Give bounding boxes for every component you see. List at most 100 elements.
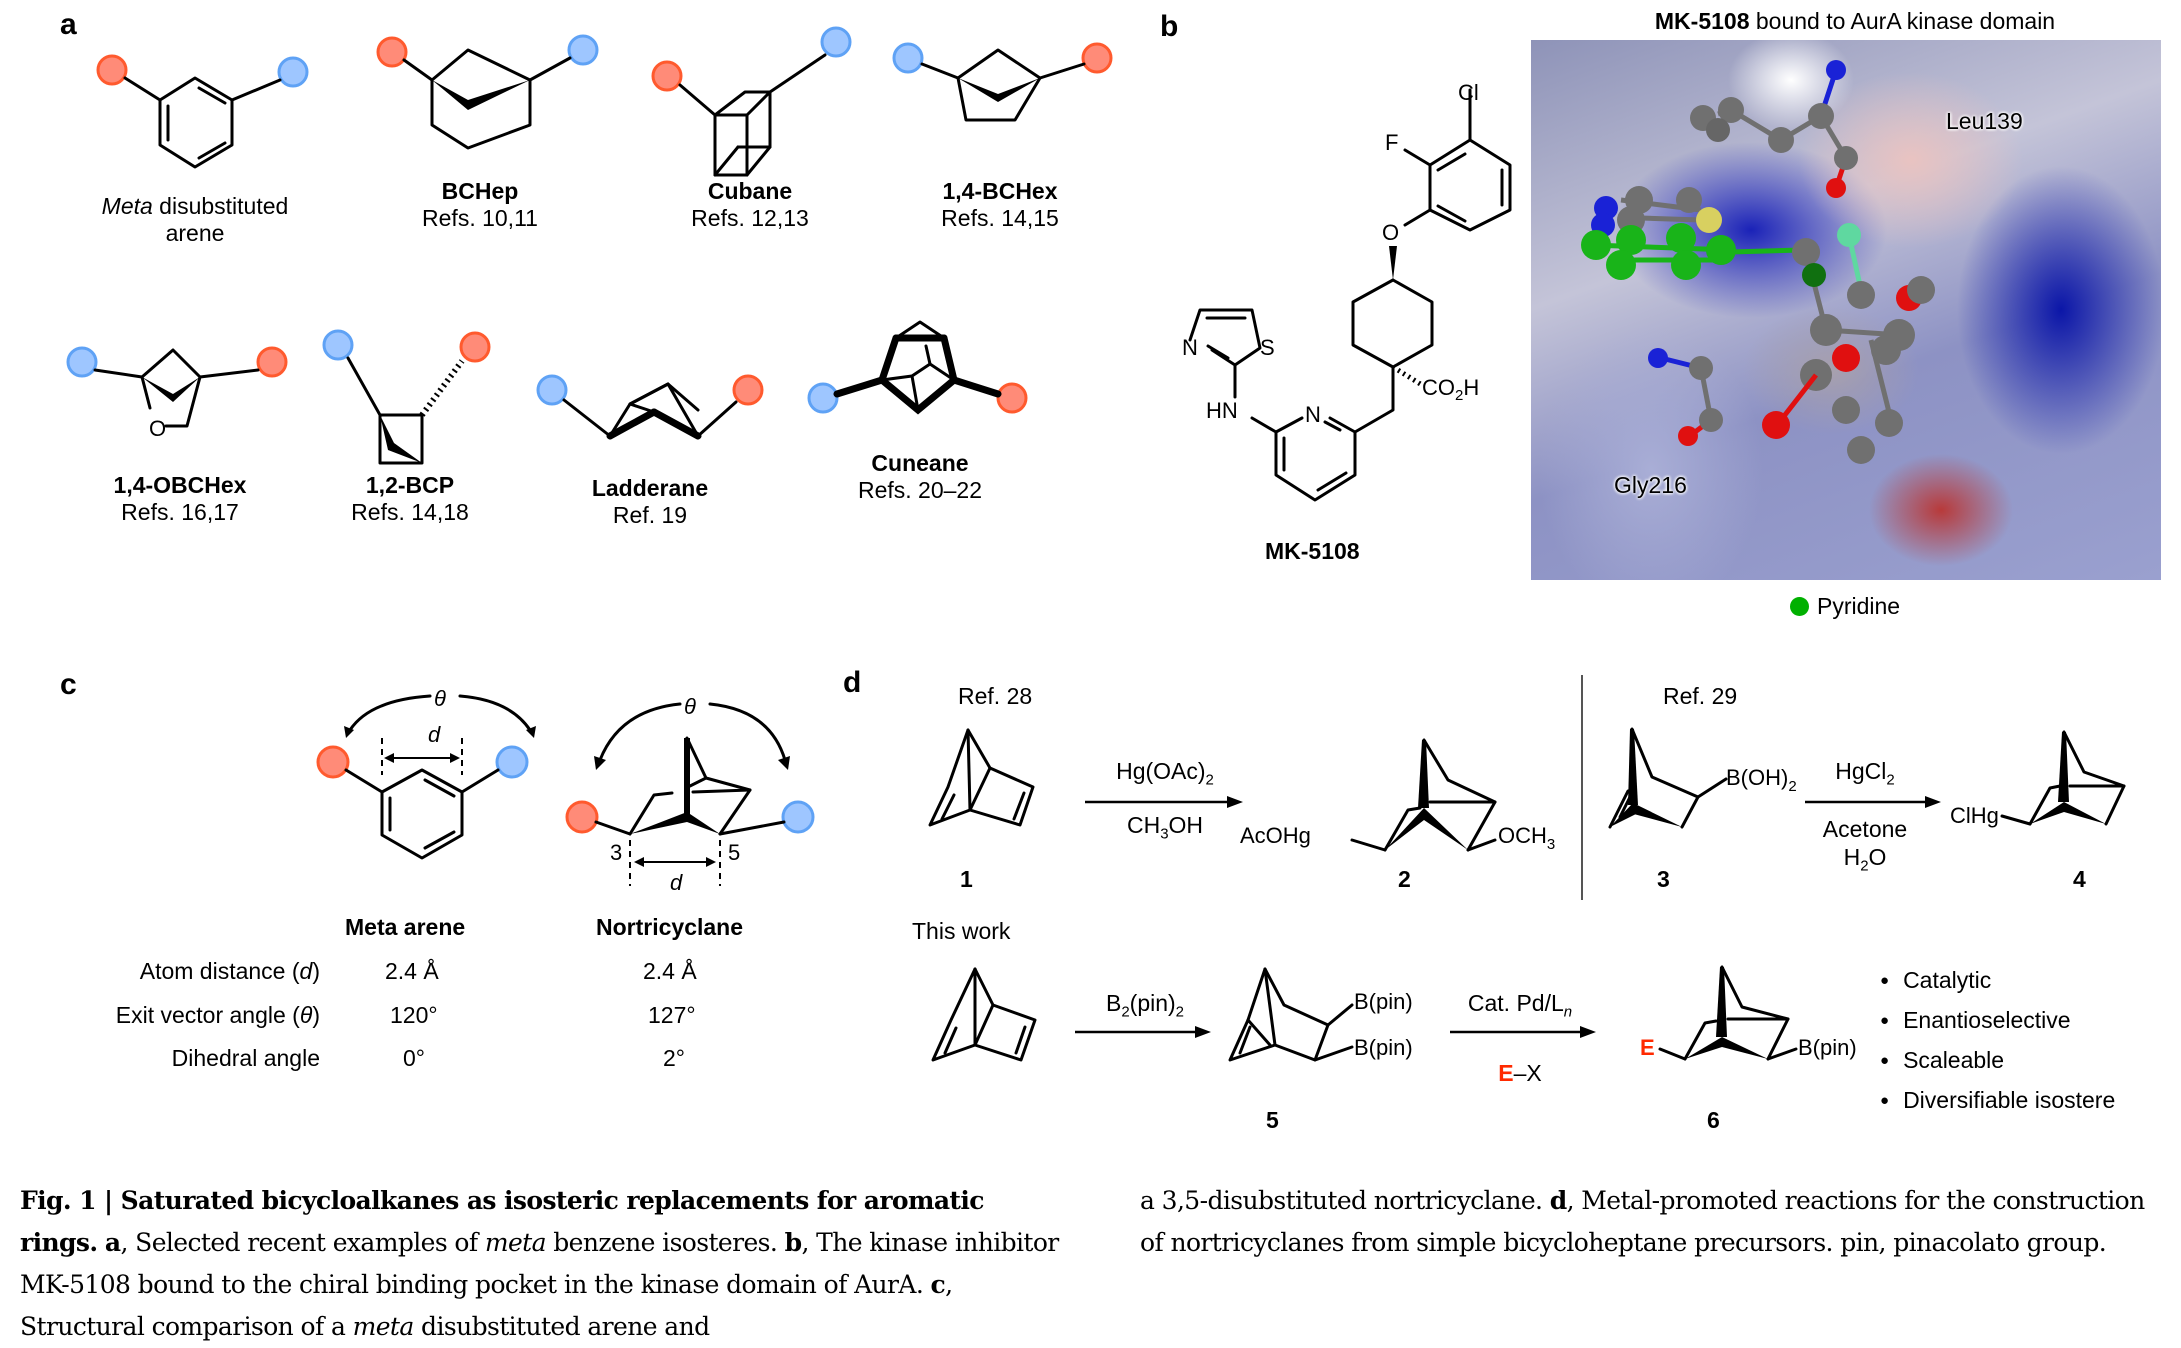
thiazole-n-label: N bbox=[1182, 335, 1198, 360]
cubane-label: Cubane Refs. 12,13 bbox=[660, 178, 840, 232]
rxn1-reagent-top: Hg(OAc)2 bbox=[1116, 758, 1214, 789]
bchep-name: BCHep bbox=[441, 178, 519, 204]
ladderane-structure bbox=[536, 374, 764, 440]
protein-surface-view: Leu139 Gly216 bbox=[1531, 40, 2161, 580]
caption-title: Saturated bicycloalkanes as isosteric re… bbox=[20, 1186, 984, 1257]
nortricyclane-atom-distance-value: 2.4 Å bbox=[643, 958, 697, 984]
cuneane-refs: Refs. 20–22 bbox=[857, 477, 983, 503]
electrophile-e: E bbox=[1498, 1060, 1514, 1086]
blue-substituent bbox=[277, 56, 309, 88]
figure-caption-right: a 3,5-disubstituted nortricyclane. d, Me… bbox=[1140, 1180, 2160, 1264]
chlorine-label: Cl bbox=[1458, 80, 1479, 105]
feature-item: Diversifiable isostere bbox=[1880, 1082, 2115, 1122]
figure-caption-left: Fig. 1 | Saturated bicycloalkanes as iso… bbox=[20, 1180, 1060, 1348]
bchex-refs: Refs. 14,15 bbox=[941, 205, 1059, 231]
water-label: H2O bbox=[1843, 844, 1887, 875]
distance-symbol: d bbox=[428, 722, 441, 747]
row-label-atom-distance: Atom distance (d) bbox=[139, 958, 320, 984]
caption-b-label: b bbox=[784, 1228, 802, 1257]
panel-b-label: b bbox=[1160, 10, 1179, 43]
scheme-divider bbox=[1581, 675, 1583, 900]
bcp-label: 1,2-BCP Refs. 14,18 bbox=[320, 472, 500, 526]
nortricyclyl-mercury-4: ClHg bbox=[1950, 730, 2126, 828]
bchep-refs: Refs. 10,11 bbox=[422, 205, 538, 231]
meta-atom-distance-value: 2.4 Å bbox=[385, 958, 439, 984]
compound-1-number: 1 bbox=[960, 866, 973, 892]
feature-item: Catalytic bbox=[1880, 962, 2115, 1002]
leu139-label: Leu139 bbox=[1946, 108, 2023, 134]
fluorine-label: F bbox=[1385, 130, 1398, 155]
ladderane-refs: Ref. 19 bbox=[612, 502, 688, 528]
caption-d-label: d bbox=[1549, 1186, 1567, 1215]
bchep-label: BCHep Refs. 10,11 bbox=[380, 178, 580, 232]
gly216-label: Gly216 bbox=[1614, 472, 1687, 498]
pyridine-legend: Pyridine bbox=[1790, 593, 1900, 620]
nortricyclane-6: E B(pin) bbox=[1640, 965, 1857, 1061]
sulfur-label: S bbox=[1260, 335, 1275, 360]
bisboronate-5: B(pin) B(pin) bbox=[1228, 967, 1413, 1062]
rxn3-arrow-icon bbox=[1075, 1026, 1211, 1038]
nortricyclane-2: AcOHg OCH3 bbox=[1240, 738, 1555, 853]
caption-c-text: , Structural comparison of a bbox=[20, 1270, 953, 1341]
nortricyclane-angle-diagram: θ 3 5 d bbox=[565, 694, 815, 895]
meta-arene-structure bbox=[96, 54, 309, 169]
caption-a-italic: meta bbox=[484, 1228, 547, 1257]
compound-5-number: 5 bbox=[1266, 1107, 1279, 1133]
norbornadiene-1 bbox=[928, 728, 1035, 827]
distance-symbol-2: d bbox=[670, 870, 683, 895]
bchex-name: 1,4-BCHex bbox=[942, 178, 1058, 204]
caption-d-text: , Metal-promoted reactions for the const… bbox=[1140, 1186, 2145, 1257]
position-5-label: 5 bbox=[728, 840, 740, 865]
rxn4-arrow-icon bbox=[1450, 1026, 1596, 1038]
obchex-name: 1,4-OBCHex bbox=[113, 472, 247, 498]
ref28-label: Ref. 28 bbox=[958, 683, 1033, 709]
gly216-residue bbox=[1648, 348, 1723, 446]
compound-4-number: 4 bbox=[2073, 866, 2086, 892]
obchex-structure: O bbox=[66, 346, 288, 441]
caption-b-text: , The kinase inhibitor MK-5108 bound to … bbox=[20, 1228, 1059, 1299]
hn-label: HN bbox=[1206, 398, 1238, 423]
bpin-label-6: B(pin) bbox=[1798, 1035, 1857, 1060]
feature-list: Catalytic Enantioselective Scaleable Div… bbox=[1880, 962, 2115, 1122]
theta-symbol: θ bbox=[434, 686, 446, 711]
rxn1-reagent-bottom: CH3OH bbox=[1126, 812, 1204, 843]
rxn1-arrow-icon bbox=[1085, 796, 1243, 808]
ladderane-label: Ladderane Ref. 19 bbox=[540, 475, 760, 529]
bcp-name: 1,2-BCP bbox=[365, 472, 455, 498]
caption-c-text2-part2: a 3,5-disubstituted nortricyclane. bbox=[1140, 1186, 1550, 1215]
caption-fig-label: Fig. 1 | bbox=[20, 1186, 121, 1215]
bcp-structure bbox=[322, 329, 491, 465]
ligand-ball-stick bbox=[1581, 60, 1935, 464]
title-rest: bound to AurA kinase domain bbox=[1749, 8, 2056, 34]
cubane-refs: Refs. 12,13 bbox=[691, 205, 809, 231]
panel-c-label: c bbox=[60, 668, 77, 701]
caption-a-text2: benzene isosteres. bbox=[545, 1228, 785, 1257]
compound-6-number: 6 bbox=[1707, 1107, 1720, 1133]
acohg-label: AcOHg bbox=[1240, 823, 1311, 848]
e-substituent-label: E bbox=[1640, 1035, 1655, 1060]
pyridine-legend-label: Pyridine bbox=[1817, 593, 1901, 619]
co2h-label: CO2H bbox=[1422, 375, 1479, 404]
meta-arene-label: Meta disubstituted arene bbox=[60, 193, 330, 247]
caption-a-label: a bbox=[104, 1228, 121, 1257]
bchex-structure bbox=[892, 42, 1113, 122]
obchex-label: 1,4-OBCHex Refs. 16,17 bbox=[70, 472, 290, 526]
meta-dihedral-value: 0° bbox=[403, 1045, 425, 1071]
bchex-label: 1,4-BCHex Refs. 14,15 bbox=[880, 178, 1120, 232]
ref29-label: Ref. 29 bbox=[1663, 683, 1738, 709]
feature-item: Enantioselective bbox=[1880, 1002, 2115, 1042]
meta-rest: disubstituted bbox=[152, 193, 289, 219]
boh2-label: B(OH)2 bbox=[1726, 765, 1797, 795]
meta-line2: arene bbox=[165, 220, 225, 246]
obchex-refs: Refs. 16,17 bbox=[121, 499, 239, 525]
leu139-residue bbox=[1690, 60, 1858, 198]
och3-label: OCH3 bbox=[1498, 823, 1555, 853]
cubane-name: Cubane bbox=[707, 178, 793, 204]
meta-arene-angle-diagram: θ d bbox=[316, 686, 536, 860]
norbornene-boronic-acid-3: B(OH)2 bbox=[1608, 727, 1797, 829]
col-header-meta-arene: Meta arene bbox=[345, 914, 466, 940]
row-label-dihedral-angle: Dihedral angle bbox=[171, 1045, 320, 1071]
rxn4-reagent-top: Cat. Pd/Ln bbox=[1467, 990, 1573, 1021]
compound-2-number: 2 bbox=[1398, 866, 1411, 892]
norbornadiene-start bbox=[931, 967, 1037, 1062]
